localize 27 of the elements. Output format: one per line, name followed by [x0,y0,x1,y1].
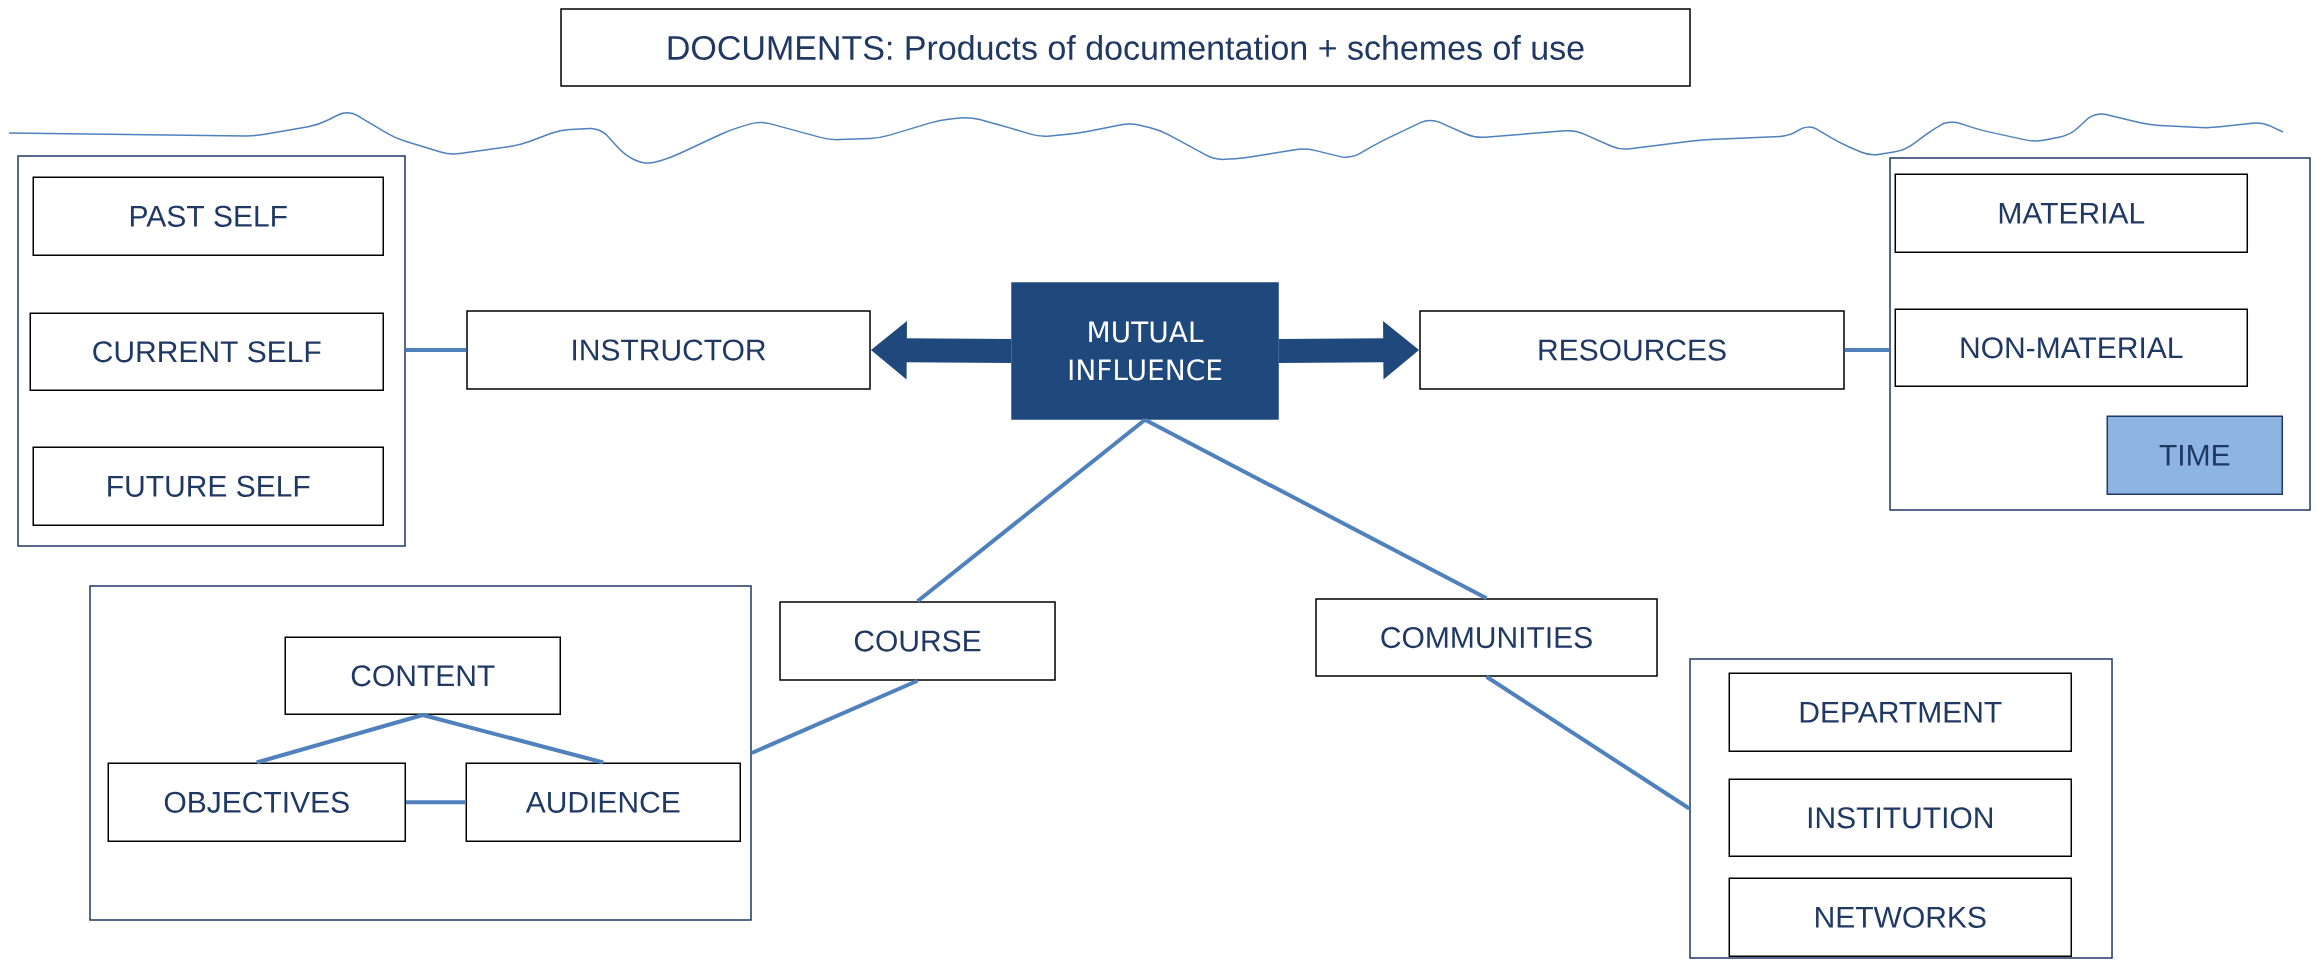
label-box: INSTRUCTOR [466,310,871,390]
label-box: DEPARTMENT [1728,672,2072,752]
label-box: FUTURE SELF [32,446,384,526]
connector-line [1844,348,1890,352]
label-box: PAST SELF [32,176,384,256]
label-box: COURSE [779,601,1056,681]
connector-line [422,713,604,765]
label-box: OBJECTIVES [107,762,406,842]
label-box: CURRENT SELF [29,312,384,391]
connector-line [1144,418,1488,601]
label-box: NON-MATERIAL [1894,308,2248,387]
connector-line [256,713,424,765]
title-box: DOCUMENTS: Products of documentation + schemes of use [560,8,1691,87]
label-box: NETWORKS [1728,877,2072,957]
connector-line [1485,675,1691,811]
label-box: AUDIENCE [465,762,741,842]
highlighted-box: TIME [2106,415,2284,495]
label-box: CONTENT [284,636,561,715]
label-box: INSTITUTION [1728,778,2072,857]
central-box: MUTUAL INFLUENCE [1011,282,1279,420]
label-box: COMMUNITIES [1315,598,1658,677]
connector-line [750,678,919,755]
label-box: RESOURCES [1419,310,1845,390]
connector-line [406,800,466,805]
connector-line [916,418,1147,603]
label-box: MATERIAL [1894,173,2248,253]
connector-line [405,348,467,352]
